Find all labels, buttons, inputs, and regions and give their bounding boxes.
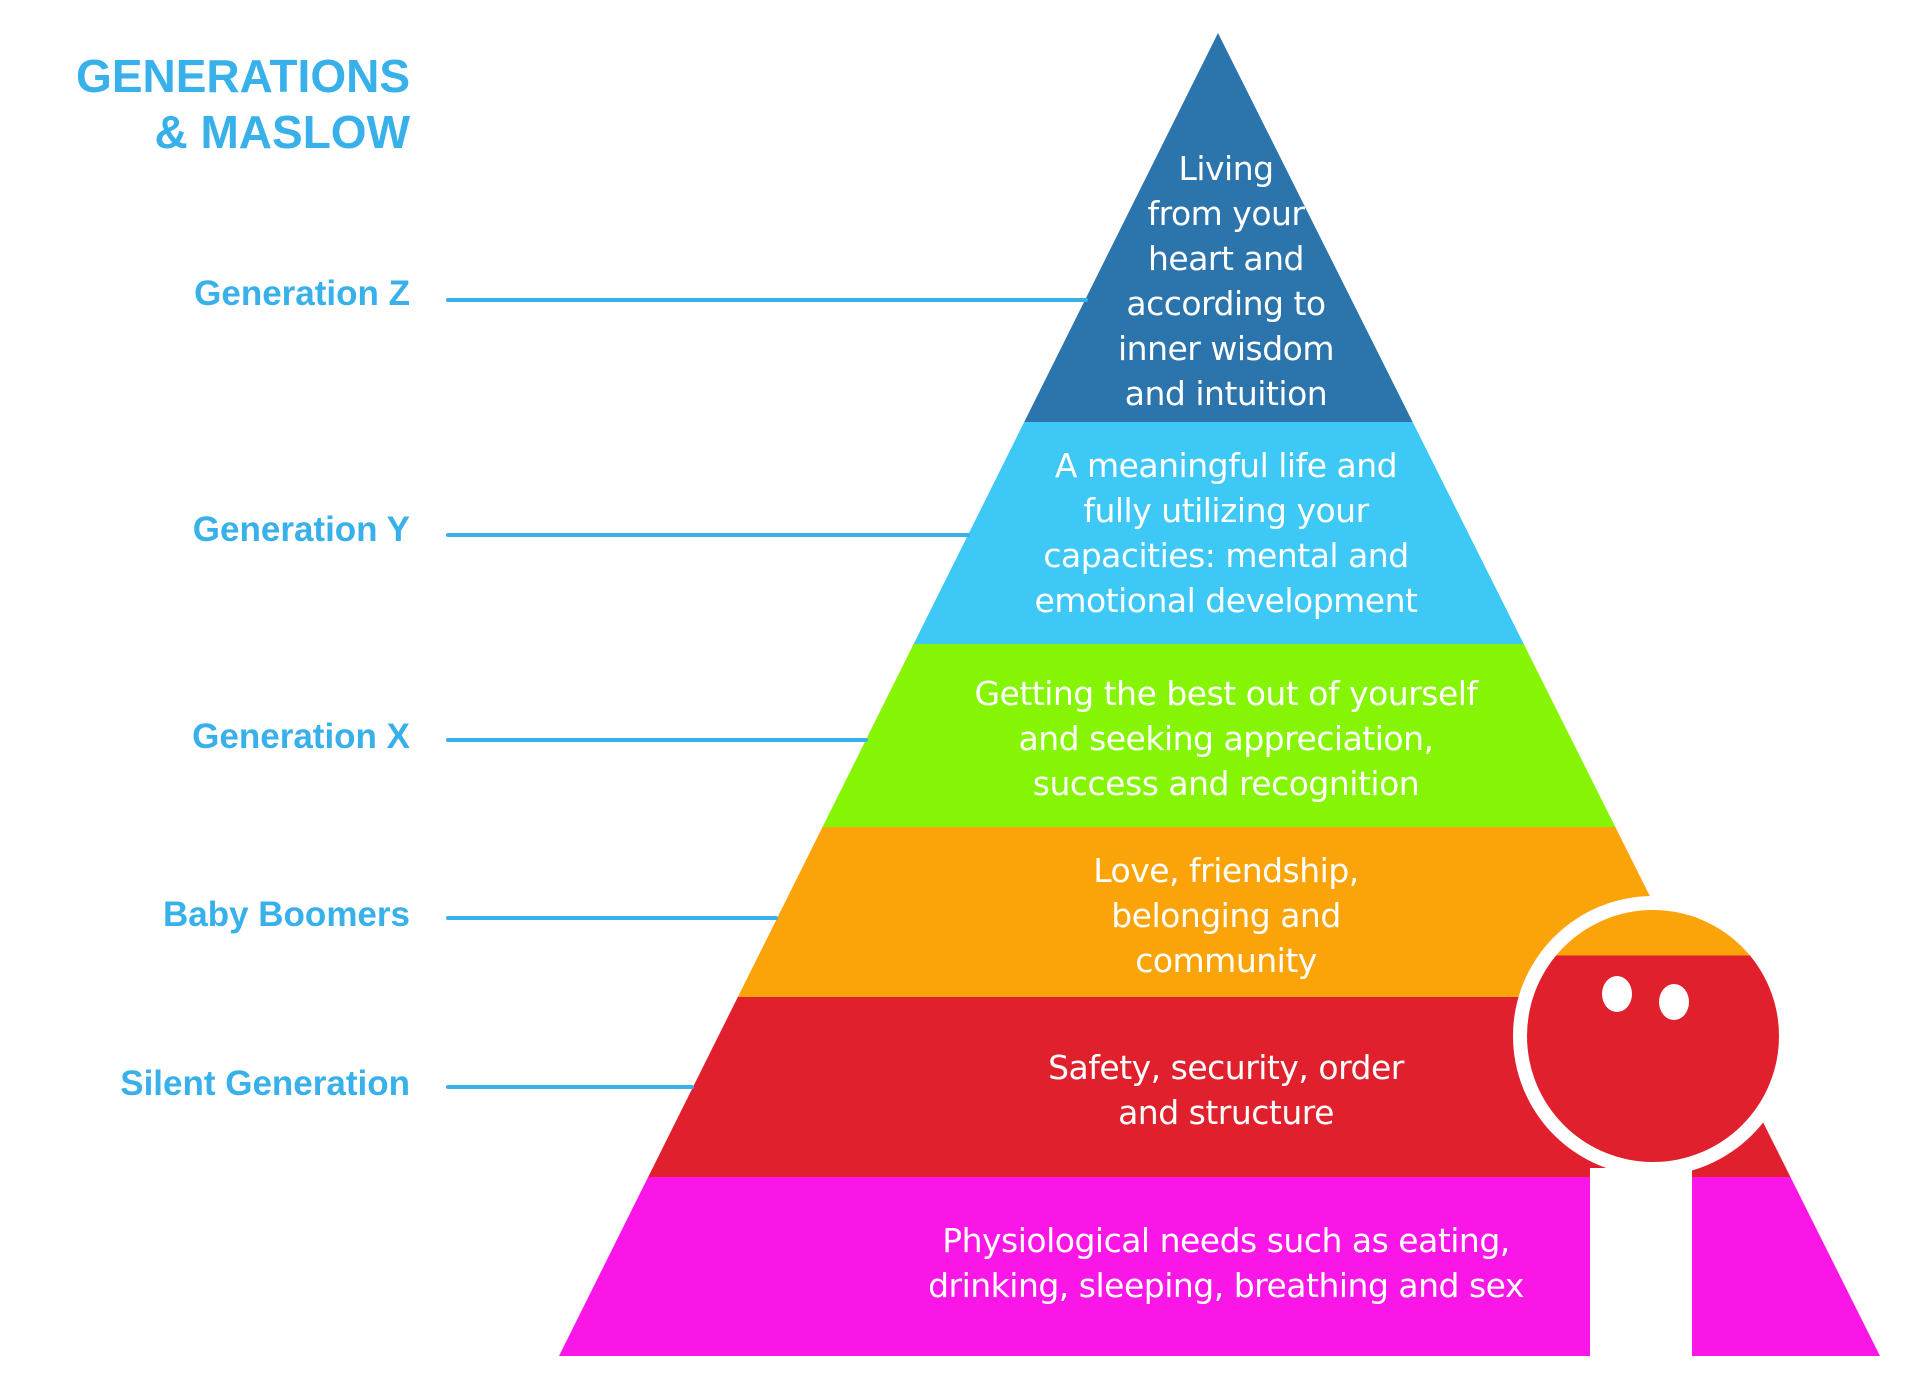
person-figure-icon bbox=[1513, 896, 1793, 1360]
title-line-1: GENERATIONS bbox=[76, 50, 410, 102]
diagram-title: GENERATIONS & MASLOW bbox=[76, 48, 410, 160]
layer-text-physiological: Physiological needs such as eating, drin… bbox=[928, 1221, 1524, 1305]
layer-text-belonging: Love, friendship, belonging and communit… bbox=[1093, 851, 1359, 980]
layer-text-self-transcendence: Living from your heart and according to … bbox=[1118, 149, 1335, 413]
layer-text-esteem: Getting the best out of yourself and see… bbox=[974, 674, 1478, 803]
figure-neck-gap bbox=[1590, 1168, 1692, 1360]
figure-left-eye bbox=[1602, 976, 1632, 1012]
figure-head bbox=[1527, 910, 1779, 1162]
label-generation-y: Generation Y bbox=[192, 510, 410, 549]
label-baby-boomers: Baby Boomers bbox=[162, 895, 410, 934]
label-silent-generation: Silent Generation bbox=[120, 1064, 410, 1103]
label-generation-x: Generation X bbox=[192, 717, 410, 756]
figure-right-eye bbox=[1659, 984, 1689, 1020]
layer-text-self-actualization: A meaningful life and fully utilizing yo… bbox=[1034, 446, 1418, 620]
title-line-2: & MASLOW bbox=[154, 106, 410, 158]
layer-text-safety: Safety, security, order and structure bbox=[1048, 1048, 1404, 1132]
label-generation-z: Generation Z bbox=[194, 274, 410, 313]
